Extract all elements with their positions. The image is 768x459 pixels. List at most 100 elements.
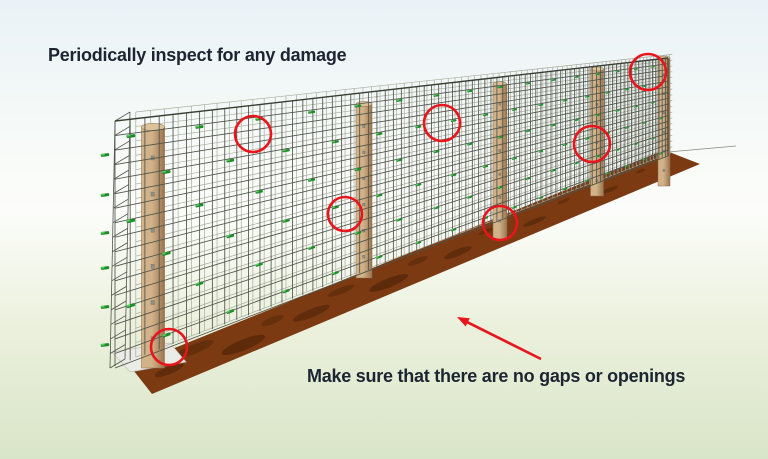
- mesh-clip: [497, 135, 503, 139]
- mesh-wire-horizontal: [114, 69, 669, 151]
- mesh-clip-highlight: [511, 206, 515, 209]
- mesh-wire-horizontal-back: [135, 152, 673, 358]
- mesh-clip: [126, 134, 136, 139]
- mesh-clip: [415, 183, 422, 187]
- mesh-clip: [100, 305, 110, 309]
- mesh-clip-highlight: [195, 282, 200, 285]
- mesh-clip: [525, 129, 531, 133]
- mesh-clip: [433, 206, 440, 210]
- mesh-wire-horizontal: [114, 155, 669, 369]
- mesh-clip: [497, 85, 503, 89]
- mesh-end-rung: [112, 213, 129, 224]
- pointer-arrow: [457, 317, 542, 361]
- mesh-clip-highlight: [100, 343, 105, 346]
- mesh-clip-body: [562, 187, 568, 191]
- mesh-wire-horizontal-back: [135, 123, 673, 286]
- mesh-clip-highlight: [650, 102, 653, 104]
- soil-blotch: [221, 334, 266, 356]
- mesh-clip-highlight: [574, 76, 577, 78]
- mesh-clip-highlight: [624, 127, 627, 129]
- mesh-end-rung: [111, 286, 127, 296]
- mesh-wire-horizontal-back: [135, 117, 673, 271]
- mesh-clip: [595, 73, 600, 76]
- inspection-annotations: [149, 52, 668, 367]
- mesh-clip-body: [633, 105, 638, 108]
- mesh-clip: [550, 79, 556, 82]
- mesh-clip-body: [354, 167, 362, 172]
- mesh-end-rung: [110, 315, 127, 325]
- mesh-end-rung: [114, 126, 130, 136]
- mesh-clip-highlight: [226, 310, 230, 313]
- mesh-clip: [255, 262, 263, 267]
- mesh-clip-body: [162, 251, 171, 256]
- mesh-wire-horizontal: [114, 74, 669, 166]
- mesh-clip-highlight: [615, 110, 618, 112]
- mesh-clip-highlight: [595, 155, 598, 157]
- mesh-clip: [467, 195, 473, 199]
- mesh-clip: [226, 158, 235, 163]
- mesh-clip-highlight: [562, 99, 565, 101]
- mesh-clip: [633, 143, 638, 146]
- mesh-clip-body: [615, 109, 620, 112]
- mesh-clip-highlight: [562, 188, 565, 190]
- mesh-clip-highlight: [255, 190, 259, 193]
- mesh-clip-highlight: [467, 143, 470, 145]
- mesh-clip: [511, 205, 517, 209]
- mesh-clip-highlight: [525, 82, 528, 84]
- mesh-clip: [415, 240, 422, 245]
- mesh-clip-body: [415, 240, 422, 245]
- mesh-clip: [396, 217, 403, 222]
- mesh-clip-body: [332, 270, 339, 276]
- mesh-clip-highlight: [450, 119, 454, 122]
- mesh-clip-highlight: [650, 138, 653, 140]
- mesh-clip-highlight: [525, 130, 528, 132]
- mesh-clip: [195, 203, 204, 208]
- mesh-clip: [511, 108, 517, 111]
- mesh-clip-highlight: [307, 178, 312, 181]
- mesh-wire-horizontal-back: [135, 140, 673, 329]
- mesh-end-rung: [114, 111, 131, 122]
- caption-no-gaps: Make sure that there are no gaps or open…: [307, 366, 686, 386]
- mesh-clip-body: [255, 262, 263, 267]
- mesh-wire-horizontal: [114, 97, 669, 224]
- mesh-clip-body: [624, 164, 629, 168]
- mesh-wire-horizontal: [114, 144, 669, 340]
- mesh-clip-highlight: [562, 144, 565, 146]
- mesh-clip: [605, 91, 610, 94]
- pointer-arrow-head: [457, 317, 470, 327]
- mesh-clip: [396, 158, 403, 162]
- mesh-clip-highlight: [538, 104, 541, 106]
- mesh-clip-highlight: [100, 153, 105, 156]
- mesh-wire-horizontal-back: [135, 129, 673, 300]
- mesh-clip-highlight: [615, 149, 618, 151]
- post-fastener: [362, 150, 366, 154]
- post-fastener: [662, 111, 665, 115]
- mesh-clip-highlight: [226, 234, 230, 238]
- mesh-clip: [525, 82, 531, 85]
- fence-post-body: [492, 83, 508, 241]
- mesh-clip-body: [525, 177, 531, 181]
- mesh-clip-highlight: [525, 177, 528, 180]
- mesh-clip-highlight: [497, 136, 501, 138]
- mesh-clip-body: [255, 189, 263, 194]
- mesh-clip: [574, 161, 579, 165]
- mesh-clip: [585, 137, 590, 140]
- mesh-clip: [331, 270, 339, 276]
- mesh-clip-highlight: [415, 241, 419, 244]
- mesh-clip-highlight: [415, 125, 419, 128]
- mesh-clip-highlight: [511, 157, 515, 160]
- soil-blotch: [261, 315, 284, 327]
- mesh-clip: [354, 167, 362, 172]
- mesh-clip-highlight: [482, 165, 486, 168]
- mesh-clip: [574, 118, 579, 122]
- mesh-clip: [642, 158, 647, 161]
- post-fastener: [150, 264, 155, 269]
- mesh-clip: [467, 89, 473, 93]
- mesh-end-rung: [110, 300, 127, 311]
- mesh-clip-highlight: [585, 180, 588, 182]
- mesh-clip: [497, 185, 503, 190]
- mesh-clip-highlight: [375, 132, 379, 135]
- mesh-clip: [331, 205, 339, 210]
- mesh-wire-horizontal: [114, 132, 669, 311]
- mesh-clip: [624, 88, 629, 91]
